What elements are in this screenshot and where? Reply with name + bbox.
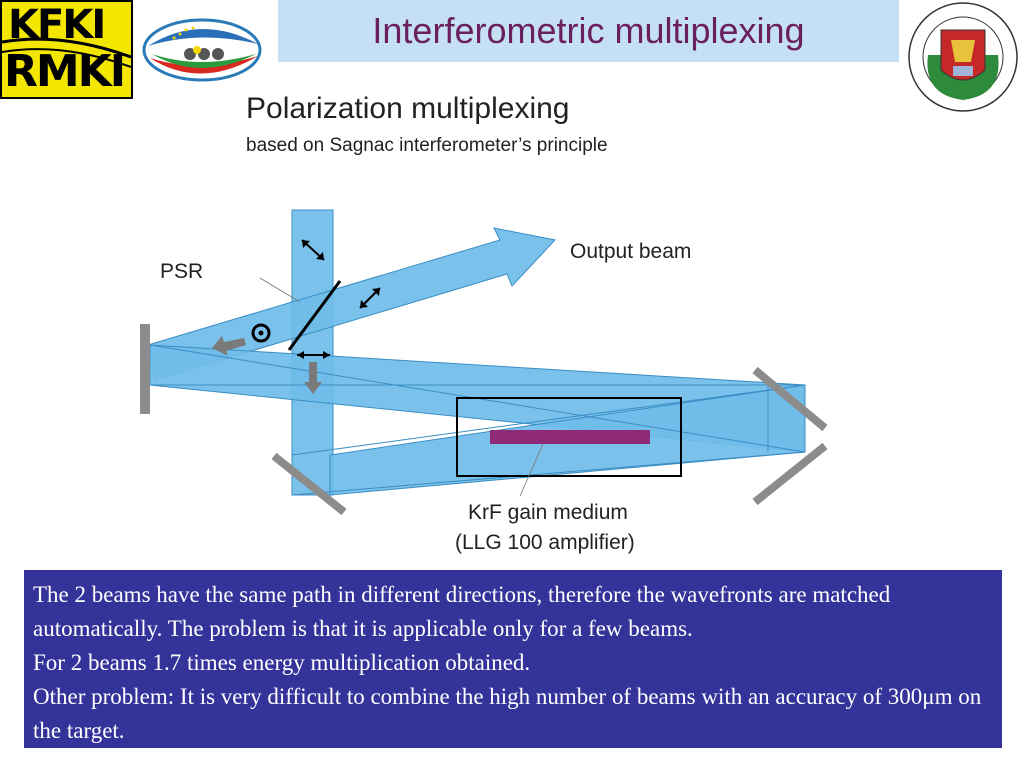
gain-medium-box [456,397,682,477]
diagram-subheading: based on Sagnac interferometer’s princip… [246,135,608,156]
output-beam-label: Output beam [570,240,691,263]
explanation-line-2: For 2 beams 1.7 times energy multiplicat… [33,650,531,675]
title-bar: Interferometric multiplexing [278,0,899,62]
university-seal-logo [903,0,1024,120]
psr-splitter [287,280,342,351]
right-mirror-top [752,366,828,432]
grey-arrow-left [212,336,246,356]
bottom-left-mirror [271,452,347,516]
psr-pointer-line [259,277,301,303]
diagram-heading: Polarization multiplexing [246,92,570,125]
gain-medium-bar [490,430,650,444]
gain-medium-label-1: KrF gain medium [468,501,628,524]
explanation-textbox: The 2 beams have the same path in differ… [24,570,1002,748]
left-mirror [140,324,150,414]
logo-text-bottom: RMKI [4,46,126,97]
logo-text-top: KFKI [8,2,106,48]
page-title: Interferometric multiplexing [372,10,805,51]
grey-arrow-down [304,362,322,394]
kfki-rmki-logo: KFKI RMKI [0,0,133,99]
eu-program-logo [140,8,265,93]
gain-medium-label-2: (LLG 100 amplifier) [455,531,635,554]
medium-pointer-line [519,443,544,497]
explanation-line-3: Other problem: It is very difficult to c… [33,684,982,743]
right-mirror-bottom [752,442,828,506]
sagnac-diagram: Polarization multiplexing based on Sagna… [0,80,1024,560]
pol-dot-symbol [251,323,271,343]
explanation-line-1: The 2 beams have the same path in differ… [33,582,891,641]
psr-label: PSR [160,260,203,283]
